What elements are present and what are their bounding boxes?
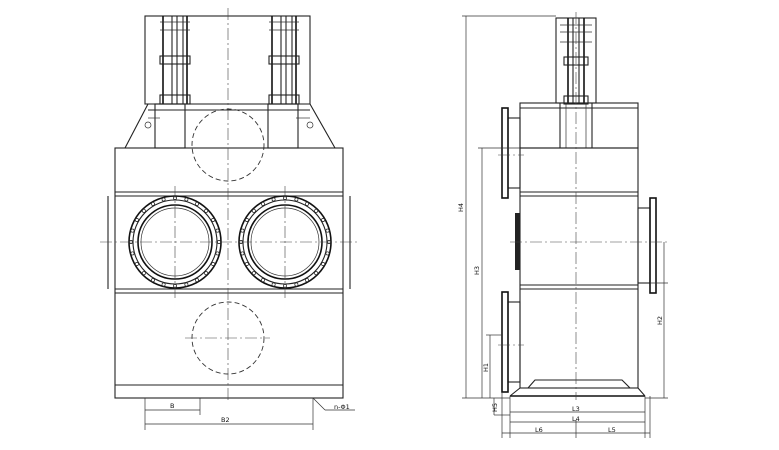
side-main-body bbox=[519, 147, 639, 389]
flange-bolt-hole bbox=[134, 218, 139, 222]
flange-bolt-hole bbox=[211, 262, 216, 266]
dimension-label-b2: B2 bbox=[221, 416, 230, 424]
dimension-label-h1: H1 bbox=[482, 363, 490, 372]
front-left-actuator bbox=[159, 16, 191, 105]
flange-bolt-hole bbox=[321, 218, 326, 222]
flange-bolt-hole bbox=[130, 228, 135, 233]
front-right-actuator bbox=[268, 16, 300, 105]
flange-bolt-hole bbox=[240, 228, 245, 233]
flange-bolt-hole bbox=[204, 271, 209, 276]
dimension-label-l3: L3 bbox=[572, 405, 580, 413]
flange-bolt-hole bbox=[211, 218, 216, 222]
flange-bolt-hole bbox=[321, 262, 326, 266]
front-view: B B2 n-Φ1 bbox=[100, 8, 358, 430]
dimension-label-l5: L5 bbox=[608, 426, 616, 434]
side-vertical-dimensions bbox=[462, 15, 668, 416]
flange-bolt-hole bbox=[161, 282, 166, 287]
flange-bolt-hole bbox=[151, 201, 155, 206]
flange-bolt-hole bbox=[161, 197, 166, 202]
flange-bolt-hole bbox=[251, 271, 256, 276]
flange-bolt-hole bbox=[134, 262, 139, 266]
dimension-label-l4: L4 bbox=[572, 415, 580, 423]
front-dimensions bbox=[144, 397, 355, 430]
flange-bolt-hole bbox=[294, 197, 299, 202]
flange-bolt-hole bbox=[251, 208, 256, 213]
flange-bolt-hole bbox=[130, 251, 135, 256]
leader-note-bolt-holes: n-Φ1 bbox=[334, 403, 350, 411]
flange-bolt-hole bbox=[195, 278, 199, 283]
front-support-frame bbox=[124, 103, 336, 149]
flange-bolt-hole bbox=[244, 262, 249, 266]
flange-bolt-hole bbox=[141, 208, 146, 213]
flange-bolt-hole bbox=[271, 197, 276, 202]
dimension-label-l6: L6 bbox=[535, 426, 543, 434]
flange-bolt-hole bbox=[215, 251, 220, 256]
flange-bolt-hole bbox=[261, 201, 265, 206]
front-actuator-housing bbox=[144, 15, 311, 105]
flange-bolt-hole bbox=[294, 282, 299, 287]
front-main-body bbox=[107, 147, 351, 399]
flange-bolt-hole bbox=[151, 278, 155, 283]
flange-bolt-hole bbox=[314, 271, 319, 276]
flange-bolt-hole bbox=[195, 201, 199, 206]
side-left-lower-flange bbox=[501, 291, 521, 393]
dimension-label-h2: H2 bbox=[656, 316, 664, 325]
flange-bolt-hole bbox=[325, 228, 330, 233]
flange-bolt-hole bbox=[240, 251, 245, 256]
dimension-label-h3: H3 bbox=[473, 266, 481, 275]
flange-bolt-hole bbox=[141, 271, 146, 276]
flange-bolt-hole bbox=[261, 278, 265, 283]
flange-bolt-hole bbox=[305, 278, 309, 283]
side-base bbox=[509, 379, 646, 397]
flange-bolt-hole bbox=[305, 201, 309, 206]
flange-bolt-hole bbox=[184, 282, 189, 287]
flange-bolt-hole bbox=[184, 197, 189, 202]
flange-bolt-hole bbox=[204, 208, 209, 213]
flange-bolt-hole bbox=[215, 228, 220, 233]
dimension-label-h5: H5 bbox=[491, 403, 499, 412]
dimension-label-b: B bbox=[170, 402, 174, 410]
side-upper-frame bbox=[519, 102, 639, 149]
side-horizontal-dimensions bbox=[501, 392, 651, 438]
side-gate-plate bbox=[515, 213, 520, 270]
side-left-upper-flange bbox=[501, 107, 521, 199]
flange-bolt-hole bbox=[271, 282, 276, 287]
side-right-flange bbox=[637, 197, 657, 294]
side-view: H4 H3 H2 H1 H5 L3 L4 L6 L5 bbox=[457, 12, 668, 438]
flange-bolt-hole bbox=[314, 208, 319, 213]
dimension-label-h4: H4 bbox=[457, 203, 465, 212]
flange-bolt-hole bbox=[244, 218, 249, 222]
flange-bolt-hole bbox=[325, 251, 330, 256]
